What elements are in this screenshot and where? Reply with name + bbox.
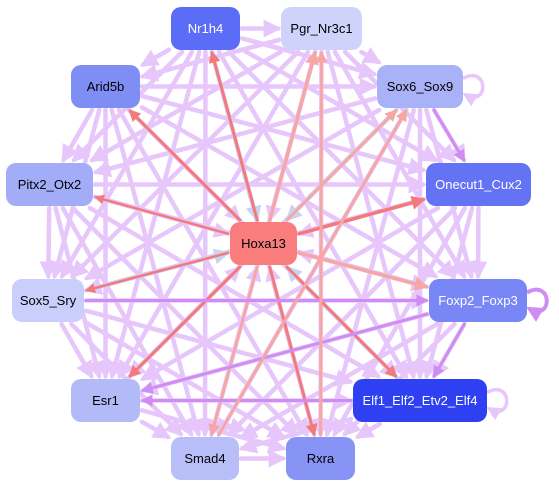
node-pgr_nr3c1[interactable]: Pgr_Nr3c1 (281, 7, 362, 50)
node-label: Pgr_Nr3c1 (290, 21, 352, 36)
node-box (426, 163, 531, 206)
edge-smad4-to-sox6_sox9 (217, 108, 408, 437)
node-label: Sox5_Sry (20, 293, 77, 308)
node-label: Hoxa13 (241, 236, 286, 251)
edge-hoxa13-to-smad4 (208, 265, 259, 437)
edge-pgr_nr3c1-to-esr1 (117, 49, 311, 380)
node-box (12, 279, 84, 322)
node-box (353, 379, 487, 422)
node-box (286, 437, 355, 480)
edge-rxra-to-pgr_nr3c1 (315, 50, 328, 437)
node-label: Rxra (307, 451, 335, 466)
node-sox5_sry[interactable]: Sox5_Sry (12, 279, 84, 322)
node-rxra[interactable]: Rxra (286, 437, 355, 480)
node-label: Nr1h4 (188, 21, 223, 36)
node-label: Esr1 (92, 393, 119, 408)
edge-hoxa13-to-arid5b (128, 109, 242, 222)
edge-layer (39, 19, 549, 468)
edge-nr1h4-to-elf1_elf2_etv2_elf4 (216, 49, 409, 380)
node-pitx2_otx2[interactable]: Pitx2_Otx2 (6, 163, 93, 206)
edge-arid5b-to-rxra (116, 107, 309, 438)
node-box (171, 437, 239, 480)
edge-elf1_elf2_etv2_elf4-to-rxra (354, 421, 382, 439)
edge-pgr_nr3c1-to-sox6_sox9 (359, 46, 382, 65)
edge-arid5b-to-foxp2_foxp3 (139, 105, 439, 279)
edge-pitx2_otx2-to-sox5_sry (39, 205, 58, 280)
edge-hoxa13-to-pitx2_otx2 (94, 194, 230, 235)
node-label: Sox6_Sox9 (387, 79, 454, 94)
node-sox6_sox9[interactable]: Sox6_Sox9 (377, 65, 463, 108)
node-smad4[interactable]: Smad4 (171, 437, 239, 480)
edge-elf1_elf2_etv2_elf4-to-smad4 (238, 416, 354, 454)
edge-onecut1_cux2-to-esr1 (139, 205, 441, 382)
edge-sox6_sox9-to-onecut1_cux2 (432, 108, 466, 163)
self-loop-sox6_sox9 (462, 74, 485, 107)
node-onecut1_cux2[interactable]: Onecut1_Cux2 (426, 163, 531, 206)
edge-sox5_sry-to-elf1_elf2_etv2_elf4 (83, 308, 354, 387)
edge-sox5_sry-to-esr1 (59, 321, 94, 380)
edge-hoxa13-to-pgr_nr3c1 (268, 50, 319, 222)
node-box (71, 65, 140, 108)
node-foxp2_foxp3[interactable]: Foxp2_Foxp3 (429, 279, 527, 322)
self-loop-elf1_elf2_etv2_elf4 (486, 388, 509, 421)
node-box (171, 7, 240, 50)
edge-esr1-to-smad4 (139, 419, 172, 440)
edge-arid5b-to-onecut1_cux2 (139, 93, 427, 175)
edge-foxp2_foxp3-to-esr1 (140, 312, 429, 394)
node-hoxa13[interactable]: Hoxa13 (230, 222, 297, 265)
node-box (377, 65, 463, 108)
self-loop-foxp2_foxp3 (526, 287, 549, 322)
node-label: Smad4 (184, 451, 225, 466)
node-label: Onecut1_Cux2 (435, 177, 522, 192)
edge-nr1h4-to-arid5b (139, 47, 172, 67)
node-nr1h4[interactable]: Nr1h4 (171, 7, 240, 50)
node-box (230, 222, 297, 265)
edge-hoxa13-to-nr1h4 (208, 50, 259, 222)
edge-hoxa13-to-esr1 (128, 265, 242, 378)
edge-foxp2_foxp3-to-elf1_elf2_etv2_elf4 (432, 322, 466, 379)
node-label: Arid5b (87, 79, 125, 94)
node-esr1[interactable]: Esr1 (71, 379, 140, 422)
node-elf1_elf2_etv2_elf4[interactable]: Elf1_Elf2_Etv2_Elf4 (353, 379, 487, 422)
node-label: Elf1_Elf2_Etv2_Elf4 (363, 393, 478, 408)
node-box (429, 279, 527, 322)
edge-foxp2_foxp3-to-smad4 (238, 321, 440, 440)
edge-hoxa13-to-sox5_sry (85, 251, 230, 293)
node-label: Pitx2_Otx2 (18, 177, 82, 192)
node-arid5b[interactable]: Arid5b (71, 65, 140, 108)
edge-arid5b-to-pitx2_otx2 (61, 107, 95, 164)
node-box (71, 379, 140, 422)
node-label: Foxp2_Foxp3 (438, 293, 518, 308)
edge-sox6_sox9-to-sox5_sry (83, 107, 382, 281)
node-box (6, 163, 93, 206)
edge-hoxa13-to-sox6_sox9 (285, 109, 398, 222)
edge-pitx2_otx2-to-elf1_elf2_etv2_elf4 (87, 205, 382, 379)
node-box (281, 7, 362, 50)
